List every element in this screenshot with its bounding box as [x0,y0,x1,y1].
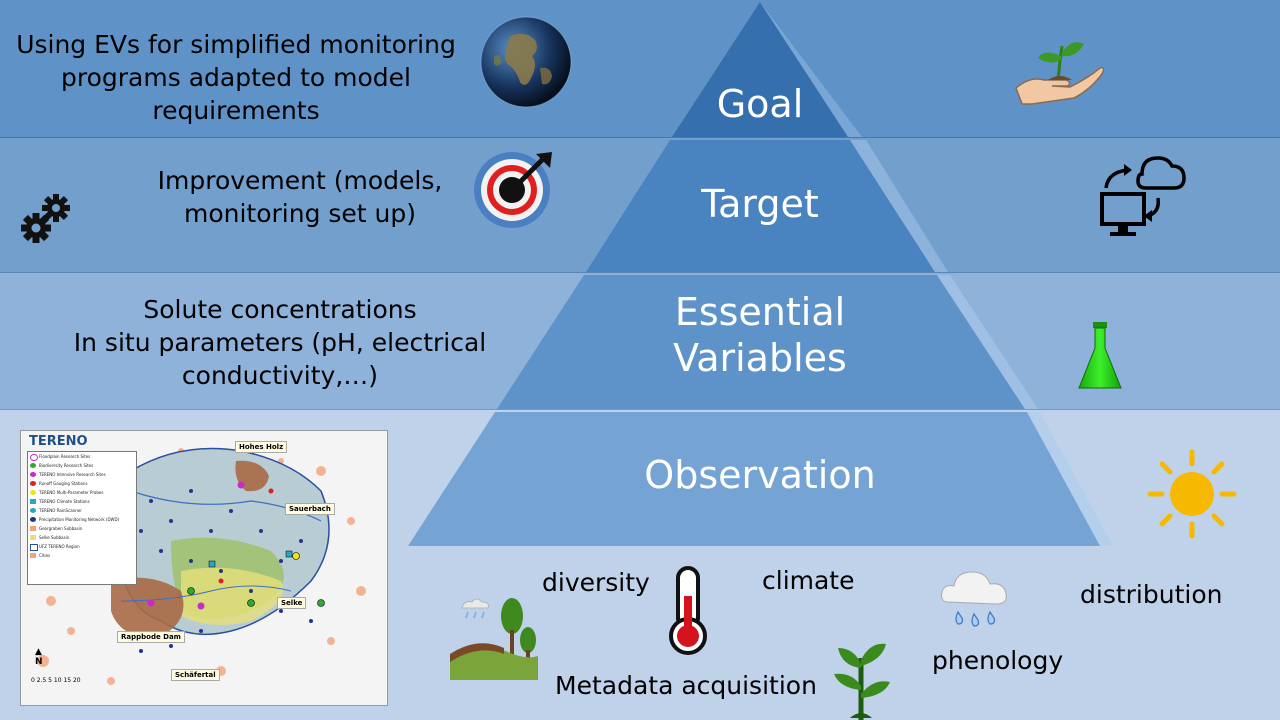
tier-label-target: Target [701,182,819,226]
legend-item: UFZ TERENO Region [28,542,136,551]
legend-label: Selke Subbasin [39,535,70,540]
pyramid-tier-goal [672,2,848,137]
pyramid-tier-essential [497,275,1025,409]
legend-item: Selke Subbasin [28,533,136,542]
word-metadata-acquisition: Metadata acquisition [555,671,817,700]
legend-label: TERENO RainScanner [39,508,82,513]
pyramid-tier-observation [408,412,1113,546]
tereno-map: TERENO Floodplain Research Sites Biodive… [20,430,388,706]
map-callout-rappbode-dam: Rappbode Dam [117,631,185,643]
pyramid-tier-target [586,140,935,272]
legend-item: TERENO Intensive Research Sites [28,470,136,479]
ev-line-3: conductivity,…) [181,361,379,390]
globe-icon [480,16,572,108]
legend-item: TERENO RainScanner [28,506,136,515]
legend-label: Floodplain Research Sites [39,454,91,459]
word-diversity: diversity [542,568,650,597]
legend-label: Runoff Gauging Stations [39,481,88,486]
north-arrow-icon: ▲N [35,647,43,667]
tier-label-essential-variables: Essential Variables [673,290,847,380]
rain-cloud-icon [941,571,1007,627]
north-label: N [35,657,43,667]
legend-item: Precipitation Monitoring Network (DWD) [28,515,136,524]
map-callout-schaefertal: Schäfertal [171,669,220,681]
legend-item: TERENO Climate Stations [28,497,136,506]
goal-band [0,0,1280,138]
tier-label-observation: Observation [644,453,876,497]
map-title: TERENO [29,434,88,449]
hand-plant-icon [1015,42,1105,105]
flask-icon [1078,322,1122,389]
essential-variables-description: Solute concentrations In situ parameters… [40,293,520,392]
target-description: Improvement (models, monitoring set up) [157,166,443,228]
legend-item: Georgraben Subbasin [28,524,136,533]
target-icon [474,152,552,228]
map-callout-sauerbach: Sauerbach [285,503,335,515]
legend-label: TERENO Climate Stations [39,499,90,504]
computer-cloud-sync-icon [1100,156,1186,236]
legend-label: UFZ TERENO Region [39,544,80,549]
thermometer-icon [669,566,707,655]
landscape-icon [450,598,538,680]
plant-icon [834,643,890,720]
legend-label: Biodiversity Research Sites [39,463,94,468]
legend-item: Cities [28,551,136,560]
tier-label-goal: Goal [716,82,804,126]
sun-icon [1147,449,1237,539]
word-distribution: distribution [1080,580,1223,609]
legend-label: TERENO Multi-Parameter Probes [39,490,104,495]
legend-label: Precipitation Monitoring Network (DWD) [39,517,120,522]
map-callout-hohes-holz: Hohes Holz [235,441,288,453]
map-scale: 0 2.5 5 10 15 20 [31,677,81,684]
ev-line-1: Solute concentrations [143,295,417,324]
legend-item: Floodplain Research Sites [28,452,136,461]
legend-label: TERENO Intensive Research Sites [39,472,106,477]
legend-item: Runoff Gauging Stations [28,479,136,488]
legend-item: Biodiversity Research Sites [28,461,136,470]
word-phenology: phenology [932,646,1064,675]
word-climate: climate [762,566,855,595]
ev-line-2: In situ parameters (pH, electrical [73,328,487,357]
legend-item: TERENO Multi-Parameter Probes [28,488,136,497]
goal-description: Using EVs for simplified monitoring prog… [16,30,456,125]
legend-label: Cities [39,553,51,558]
legend-label: Georgraben Subbasin [39,526,83,531]
gears-icon [21,194,70,243]
map-callout-selke: Selke [277,597,307,609]
map-legend: Floodplain Research Sites Biodiversity R… [27,451,137,585]
